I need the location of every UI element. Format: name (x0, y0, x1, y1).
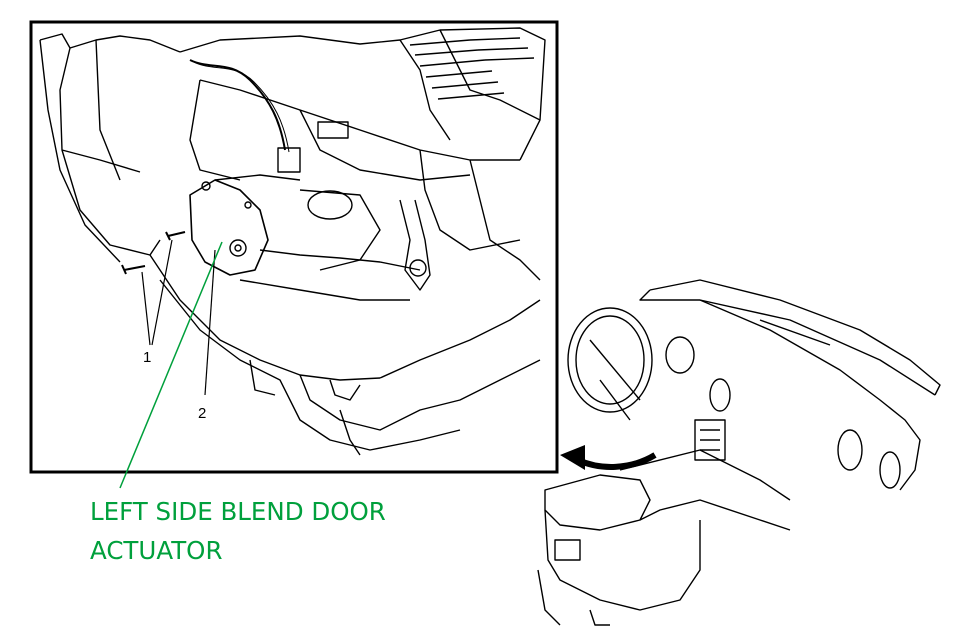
detail-view-frame (29, 20, 559, 474)
annotation-label: LEFT SIDE BLEND DOOR ACTUATOR (90, 492, 386, 570)
callout-number-2: 2 (198, 405, 206, 422)
annotation-line-2: ACTUATOR (90, 536, 223, 565)
callout-leaders (141, 239, 216, 396)
annotation-line-1: LEFT SIDE BLEND DOOR (90, 497, 386, 526)
hvac-module-illustration (39, 27, 546, 456)
callout-number-1: 1 (143, 349, 151, 366)
instrument-panel-locator-illustration (537, 279, 941, 626)
annotation-leader-line (119, 241, 223, 489)
direction-arrow-icon (560, 445, 657, 470)
